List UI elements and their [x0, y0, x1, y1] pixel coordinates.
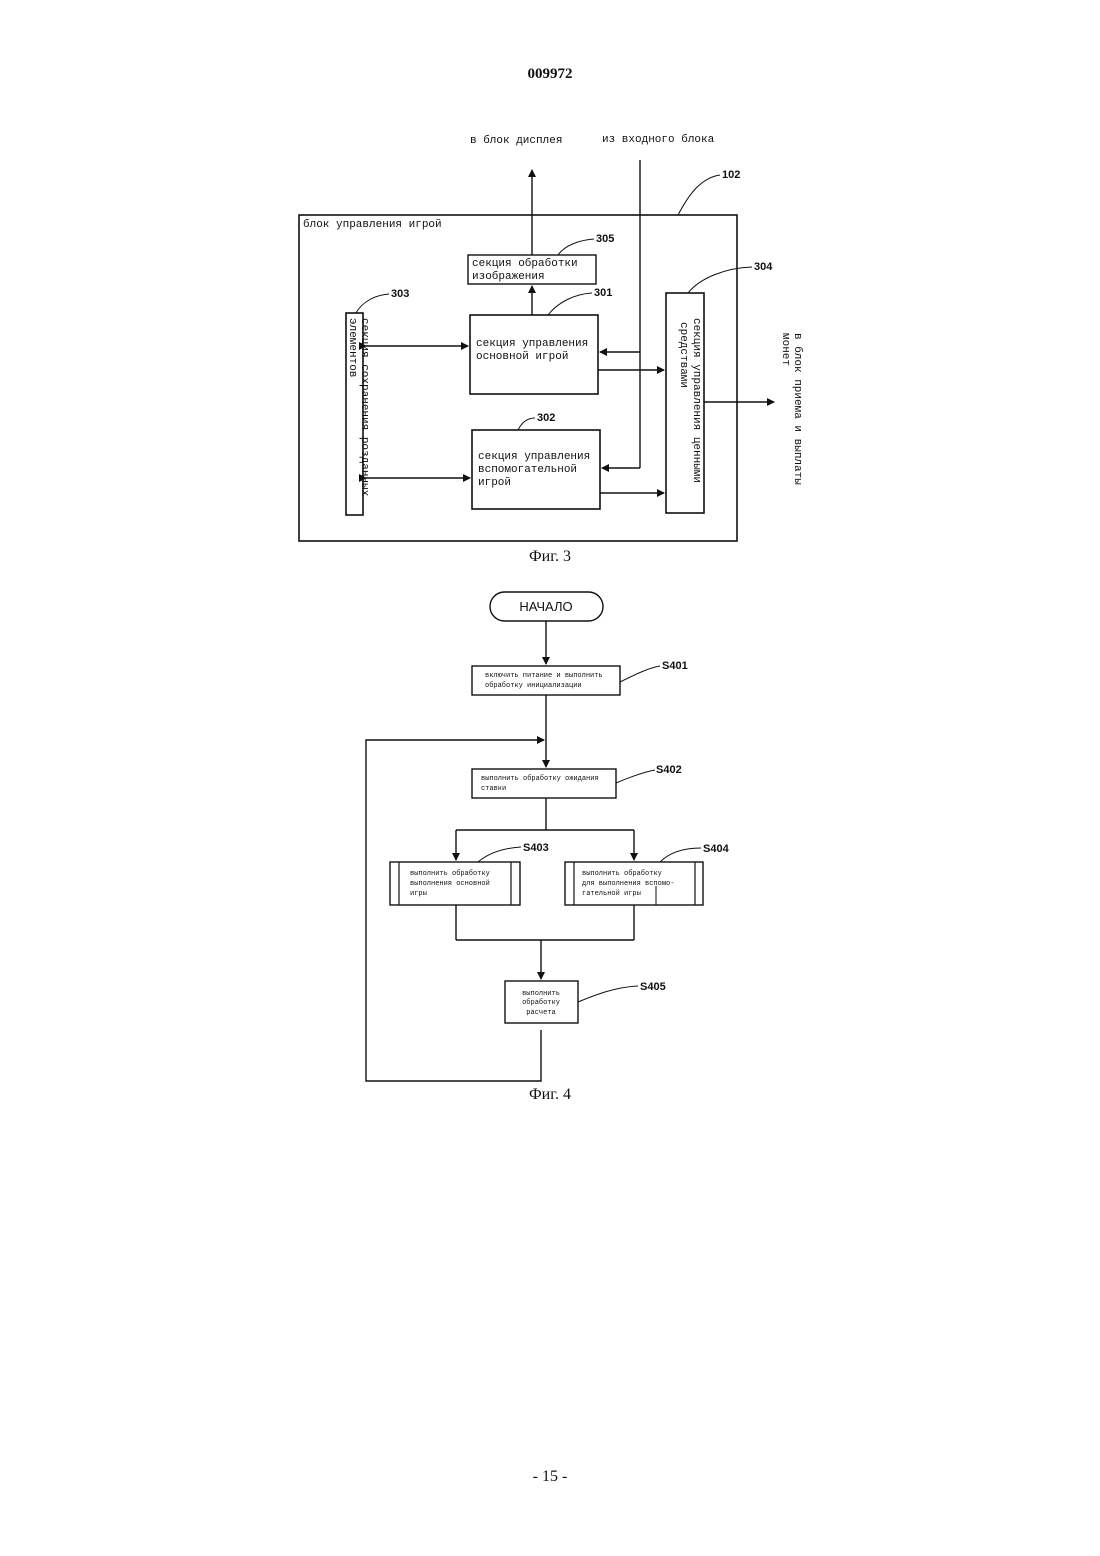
step-s401: [472, 666, 620, 695]
ref-s403: S403: [523, 842, 549, 854]
ref-102: 102: [722, 169, 740, 181]
s404-line3: гательной игры: [582, 889, 641, 898]
ref-303: 303: [391, 288, 409, 300]
leader-305: [558, 239, 594, 255]
ref-301: 301: [594, 287, 612, 299]
main-game-line1: секция управления: [476, 338, 588, 350]
loop-back-line: [366, 740, 544, 1081]
ref-s401: S401: [662, 660, 688, 672]
sub-game-line2: вспомогательной: [478, 464, 577, 476]
value-mgmt-line2: средствами: [677, 322, 689, 388]
s404-line1: выполнить обработку: [582, 869, 662, 878]
step-s402: [472, 769, 616, 798]
label-to-coin-line1: в блок приема и выплаты: [791, 333, 804, 485]
ref-s404: S404: [703, 843, 730, 855]
label-to-coin-line2: монет: [779, 333, 791, 366]
image-section-line1: секция обработки: [472, 257, 578, 270]
s402-line1: выполнить обработку ожидания: [481, 774, 599, 783]
s403-line2: выполнения основной: [410, 879, 490, 888]
start-label: НАЧАЛО: [519, 599, 572, 614]
label-to-display: в блок дисплея: [470, 134, 562, 147]
label-from-input: из входного блока: [602, 133, 715, 146]
game-control-title: блок управления игрой: [303, 218, 442, 231]
s401-line1: включить питание и выполнить: [485, 672, 603, 680]
ref-s402: S402: [656, 764, 682, 776]
fig4-flowchart: НАЧАЛО включить питание и выполнить обра…: [366, 592, 730, 1081]
leader-s403: [478, 847, 521, 862]
leader-301: [548, 293, 592, 315]
sub-game-line1: секция управления: [478, 451, 590, 463]
s405-line2: обработку: [522, 998, 560, 1007]
page-number: - 15 -: [0, 1468, 1100, 1486]
ref-302: 302: [537, 412, 555, 424]
leader-s405: [578, 986, 638, 1002]
main-game-line2: основной игрой: [476, 351, 568, 363]
fig3-diagram: в блок дисплея из входного блока блок уп…: [299, 133, 804, 541]
s403-line1: выполнить обработку: [410, 869, 490, 878]
s401-line2: обработку инициализации: [485, 681, 582, 690]
leader-s404: [660, 848, 701, 862]
leader-304: [688, 267, 752, 293]
leader-303: [356, 294, 389, 313]
storage-line2: элементов: [346, 318, 358, 377]
s405-line3: расчета: [526, 1009, 555, 1017]
ref-304: 304: [754, 261, 773, 273]
leader-302: [518, 418, 535, 430]
sub-game-line3: игрой: [478, 477, 511, 489]
s405-line1: выполнить: [522, 990, 560, 998]
ref-305: 305: [596, 233, 614, 245]
leader-102: [678, 175, 720, 215]
s404-line2: для выполнения вспомо-: [582, 880, 674, 888]
image-section-line2: изображения: [472, 270, 545, 283]
s402-line2: ставки: [481, 785, 506, 793]
leader-s402: [616, 770, 655, 783]
storage-line1: секция сохранения розданных: [358, 318, 370, 497]
s403-line3: игры: [410, 890, 427, 898]
fig4-caption: Фиг. 4: [0, 1086, 1100, 1104]
leader-s401: [620, 666, 660, 682]
value-mgmt-line1: секция управления ценными: [690, 318, 702, 483]
fig3-caption: Фиг. 3: [0, 548, 1100, 566]
ref-s405: S405: [640, 981, 666, 993]
